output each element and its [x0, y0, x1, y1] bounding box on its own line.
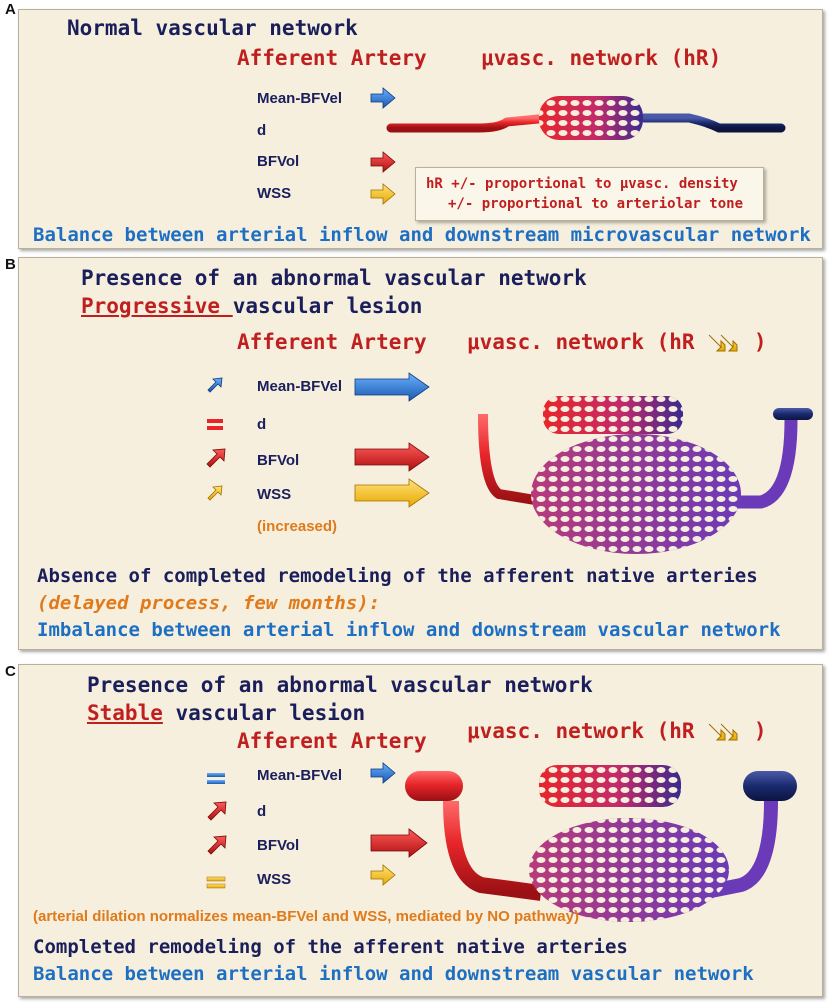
- panel-b-upper-mesh: [543, 396, 683, 434]
- panel-b-footer-line3: Imbalance between arterial inflow and do…: [37, 619, 781, 641]
- wss-equal-icon: [206, 876, 226, 882]
- panel-b-footer-line1: Absence of completed remodeling of the a…: [37, 565, 758, 587]
- panel-c-vessel-diagram: [405, 765, 797, 922]
- panel-b-param-bfvol: BFVol: [257, 452, 300, 469]
- hr-note-box: hR +/- proportional to μvasc. density +/…: [415, 167, 764, 221]
- wss-arrow-icon: [370, 183, 396, 205]
- panel-a: Normal vascular network Afferent Artery …: [18, 9, 823, 249]
- bfvol-big-arrow-icon: [354, 442, 430, 472]
- bfvol-up-icon: [206, 448, 226, 468]
- mean-bfvel-arrow-icon: [370, 87, 396, 109]
- panel-b-lesion-mesh: [531, 434, 741, 554]
- panel-c-title: Presence of an abnormal vascular network: [87, 673, 593, 697]
- panel-b-param-mean-bfvel: Mean-BFVel: [257, 378, 343, 395]
- double-down-arrow-icon: [708, 334, 738, 352]
- panel-b-lesion-line: Progressive vascular lesion: [81, 294, 422, 318]
- panel-c-footer-line2: Balance between arterial inflow and down…: [33, 963, 754, 985]
- panel-b-title: Presence of an abnormal vascular network: [81, 266, 587, 290]
- panel-b-param-d: d: [257, 416, 267, 433]
- wss-up-icon: [207, 485, 223, 501]
- panel-a-param-mean-bfvel: Mean-BFVel: [257, 90, 343, 107]
- panel-c-footer-line1: Completed remodeling of the afferent nat…: [33, 936, 628, 958]
- panel-b-footer-line2: (delayed process, few months):: [37, 592, 381, 614]
- panel-c-param-bfvol: BFVol: [257, 837, 300, 854]
- panel-c-lesion-rest: vascular lesion: [162, 701, 366, 725]
- panel-label-c: C: [5, 663, 16, 680]
- panel-b-network-close: ): [753, 330, 767, 354]
- panel-c: Presence of an abnormal vascular network…: [18, 664, 823, 997]
- panel-a-vessel-diagram: [386, 96, 786, 140]
- panel-c-param-d: d: [257, 803, 267, 820]
- panel-c-network-close: ): [753, 719, 767, 743]
- panel-b: Presence of an abnormal vascular network…: [18, 257, 823, 650]
- panel-c-indicators: [206, 773, 227, 889]
- panel-c-note: (arterial dilation normalizes mean-BFVel…: [33, 908, 579, 925]
- bfvol-up-icon: [207, 835, 227, 855]
- panel-c-arrows: [370, 762, 428, 886]
- panel-c-network-label: μvasc. network (hR ): [467, 719, 767, 743]
- panel-a-footer: Balance between arterial inflow and down…: [33, 224, 811, 246]
- mean-bfvel-equal-icon: [207, 773, 225, 777]
- panel-b-network-text: μvasc. network (hR: [467, 330, 695, 354]
- panel-a-afferent-label: Afferent Artery: [237, 46, 427, 70]
- mean-bfvel-big-arrow-icon: [354, 372, 430, 402]
- panel-b-param-wss: WSS: [257, 486, 292, 503]
- panel-b-network-label: μvasc. network (hR ): [467, 330, 767, 354]
- panel-a-param-d: d: [257, 122, 267, 139]
- d-up-icon: [207, 801, 227, 821]
- panel-c-network-text: μvasc. network (hR: [467, 719, 695, 743]
- panel-a-network-label: μvasc. network (hR): [481, 46, 722, 70]
- hr-note-line2: +/- proportional to arteriolar tone: [448, 196, 744, 212]
- panel-b-note: (increased): [257, 518, 338, 535]
- panel-a-title: Normal vascular network: [67, 16, 358, 40]
- panel-b-big-arrows: [354, 372, 430, 508]
- panel-b-lesion-rest: vascular lesion: [232, 294, 423, 318]
- panel-a-param-wss: WSS: [257, 185, 292, 202]
- mean-bfvel-arrow-icon: [370, 762, 396, 784]
- bfvol-arrow-icon: [370, 151, 396, 173]
- panel-a-param-bfvol: BFVol: [257, 153, 300, 170]
- bfvol-big-arrow-icon: [370, 828, 428, 858]
- double-down-arrow-icon: [708, 723, 738, 741]
- panel-c-param-wss: WSS: [257, 871, 292, 888]
- panel-c-afferent-label: Afferent Artery: [237, 729, 427, 753]
- wss-big-arrow-icon: [354, 478, 430, 508]
- wss-arrow-icon: [370, 864, 396, 886]
- panel-c-lesion-word: Stable: [87, 701, 163, 725]
- d-equal-icon: [207, 419, 223, 423]
- mean-bfvel-up-icon: [207, 377, 223, 393]
- panel-c-upper-mesh: [539, 765, 681, 807]
- panel-b-afferent-label: Afferent Artery: [237, 330, 427, 354]
- panel-c-lesion-mesh: [529, 818, 729, 922]
- panel-c-param-mean-bfvel: Mean-BFVel: [257, 767, 343, 784]
- panel-b-indicators: [206, 377, 226, 501]
- panel-b-vessel-diagram: [394, 396, 813, 554]
- panel-label-b: B: [5, 256, 16, 273]
- panel-a-microvascular-mesh: [539, 96, 643, 140]
- panel-b-lesion-word: Progressive: [81, 294, 233, 318]
- panel-c-lesion-line: Stable vascular lesion: [87, 701, 365, 725]
- hr-note-line1: hR +/- proportional to μvasc. density: [426, 176, 738, 192]
- panel-label-a: A: [5, 1, 16, 18]
- panel-a-arrows: [370, 87, 396, 205]
